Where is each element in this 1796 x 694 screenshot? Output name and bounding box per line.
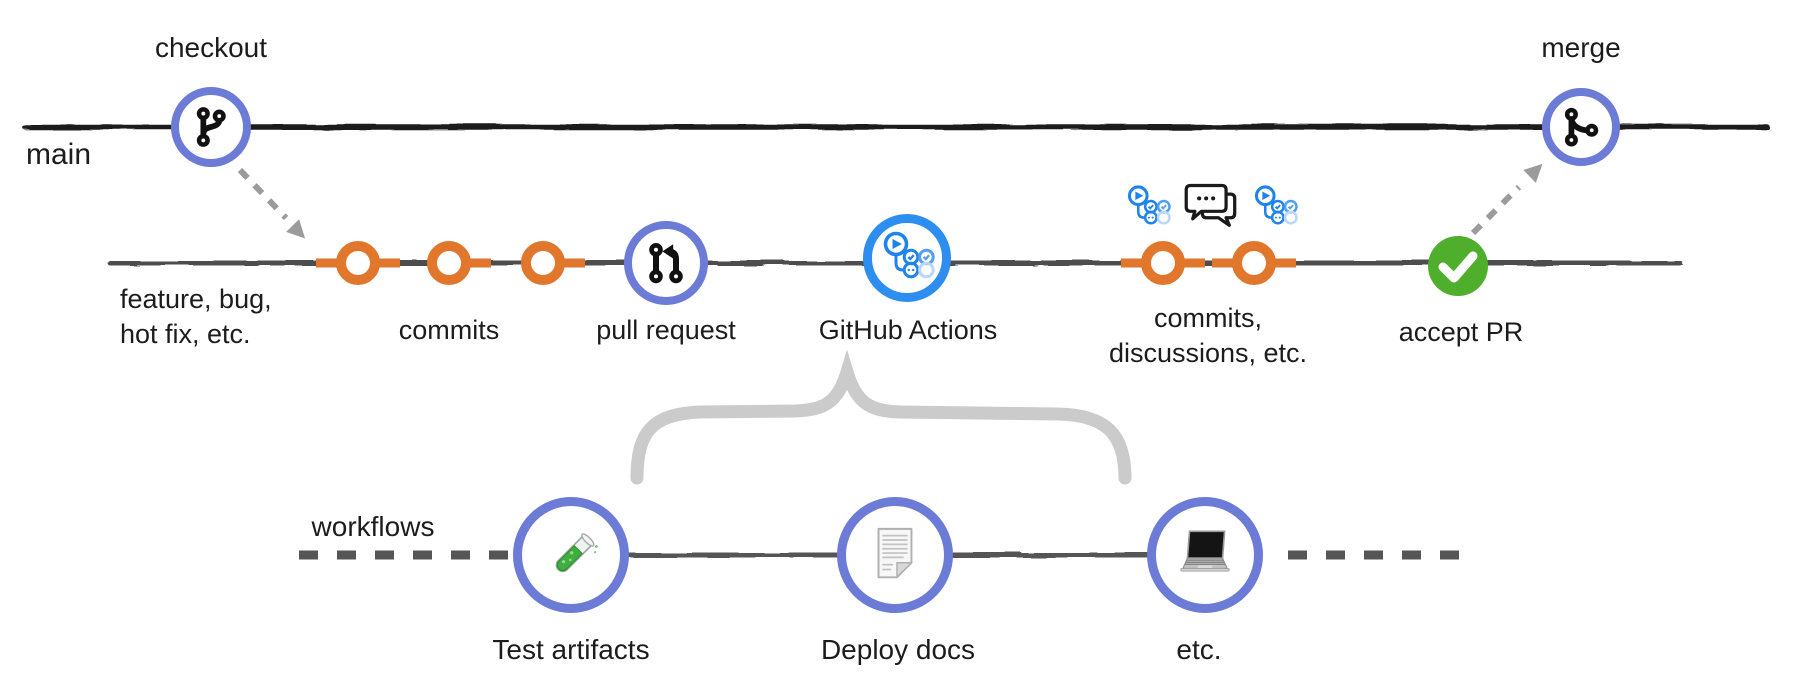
- later-commits-label: commits, discussions, etc.: [1109, 301, 1307, 371]
- document-icon: [877, 527, 913, 579]
- commit-node: [521, 241, 565, 285]
- workflow-label-etc: etc.: [1176, 634, 1222, 665]
- feature-branch-label: feature, bug, hot fix, etc.: [120, 282, 272, 352]
- workflow-label-deploy-docs: Deploy docs: [820, 634, 976, 665]
- accept-pr-label: accept PR: [1398, 317, 1524, 347]
- main-branch-label: main: [26, 138, 92, 171]
- git-branch-icon: [196, 107, 226, 147]
- feature-branch-label-line1: feature, bug,: [120, 284, 272, 314]
- merge-arrow: [1470, 163, 1543, 236]
- commit-node: [427, 241, 471, 285]
- test-tube-icon: [555, 533, 598, 573]
- github-actions-node: [863, 214, 951, 302]
- later-commits-label-line2: discussions, etc.: [1108, 338, 1308, 368]
- checkout-arrow: [237, 167, 306, 239]
- commits-label: commits: [398, 315, 500, 345]
- workflows-label: workflows: [311, 511, 435, 542]
- checkout-label: checkout: [154, 32, 268, 63]
- github-actions-logo-icon: [879, 230, 935, 286]
- workflow-node-etc: [1147, 497, 1263, 613]
- pull-request-node: [624, 221, 708, 305]
- workflow-node-docs: [837, 497, 953, 613]
- workflow-label-test-artifacts: Test artifacts: [492, 634, 650, 665]
- feature-branch-label-line2: hot fix, etc.: [120, 319, 251, 349]
- later-commits-label-line1: commits,: [1154, 303, 1262, 333]
- git-merge-icon: [1564, 107, 1599, 147]
- laptop-icon: [1180, 530, 1230, 572]
- github-actions-label: GitHub Actions: [818, 315, 998, 345]
- speech-bubbles-icon: [1184, 183, 1237, 227]
- github-actions-mini-icon: [1251, 184, 1298, 231]
- checkout-node: [171, 87, 251, 167]
- brace: [630, 349, 1132, 485]
- check-icon: [1438, 251, 1478, 283]
- pull-request-label: pull request: [596, 315, 736, 345]
- workflow-node-test: [513, 497, 629, 613]
- git-pull-request-icon: [649, 243, 683, 284]
- commit-node: [1232, 241, 1276, 285]
- accept-pr-node: [1428, 236, 1488, 296]
- github-actions-mini-icon: [1124, 184, 1171, 231]
- commit-node: [336, 241, 380, 285]
- commit-node: [1141, 241, 1185, 285]
- merge-node: [1542, 88, 1620, 166]
- merge-label: merge: [1541, 32, 1621, 63]
